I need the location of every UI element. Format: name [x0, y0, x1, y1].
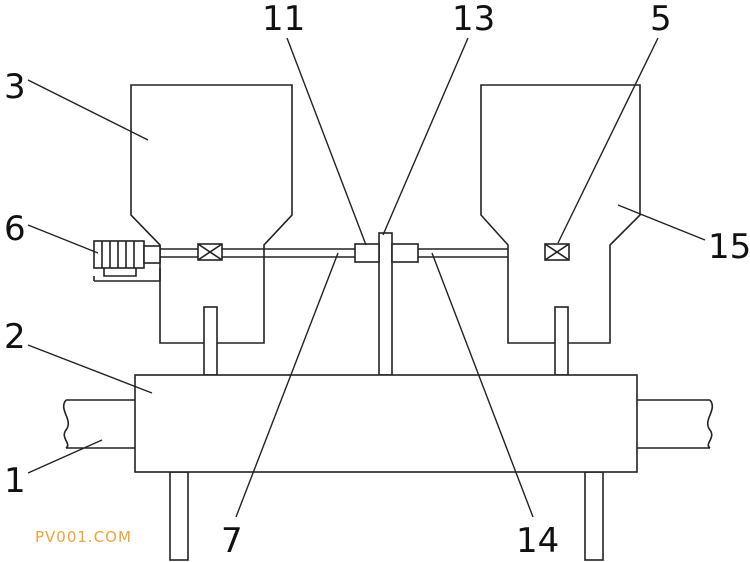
leader-lines	[27, 37, 706, 518]
central-post	[378, 232, 393, 376]
left-agitator	[197, 243, 223, 261]
label-11: 11	[262, 0, 305, 39]
right-coupling	[391, 243, 419, 263]
right-leg	[584, 471, 604, 561]
label-1: 1	[4, 461, 26, 501]
label-5: 5	[650, 0, 672, 39]
left-outlet-pipe	[203, 306, 218, 376]
left-coupling	[354, 243, 380, 263]
right-outlet-pipe	[554, 306, 569, 376]
label-13: 13	[452, 0, 495, 39]
right-hopper	[480, 84, 641, 344]
motor	[93, 240, 161, 282]
right-pipe	[637, 399, 714, 449]
watermark: PV001.COM	[35, 528, 132, 546]
left-hopper	[130, 84, 293, 344]
label-6: 6	[4, 209, 26, 249]
left-pipe	[62, 399, 135, 449]
label-2: 2	[4, 317, 26, 357]
label-3: 3	[4, 67, 26, 107]
right-agitator	[544, 243, 570, 261]
label-7: 7	[221, 521, 243, 561]
label-14: 14	[516, 521, 559, 561]
left-leg	[169, 471, 189, 561]
mixing-box	[134, 374, 638, 473]
label-15: 15	[708, 227, 750, 267]
